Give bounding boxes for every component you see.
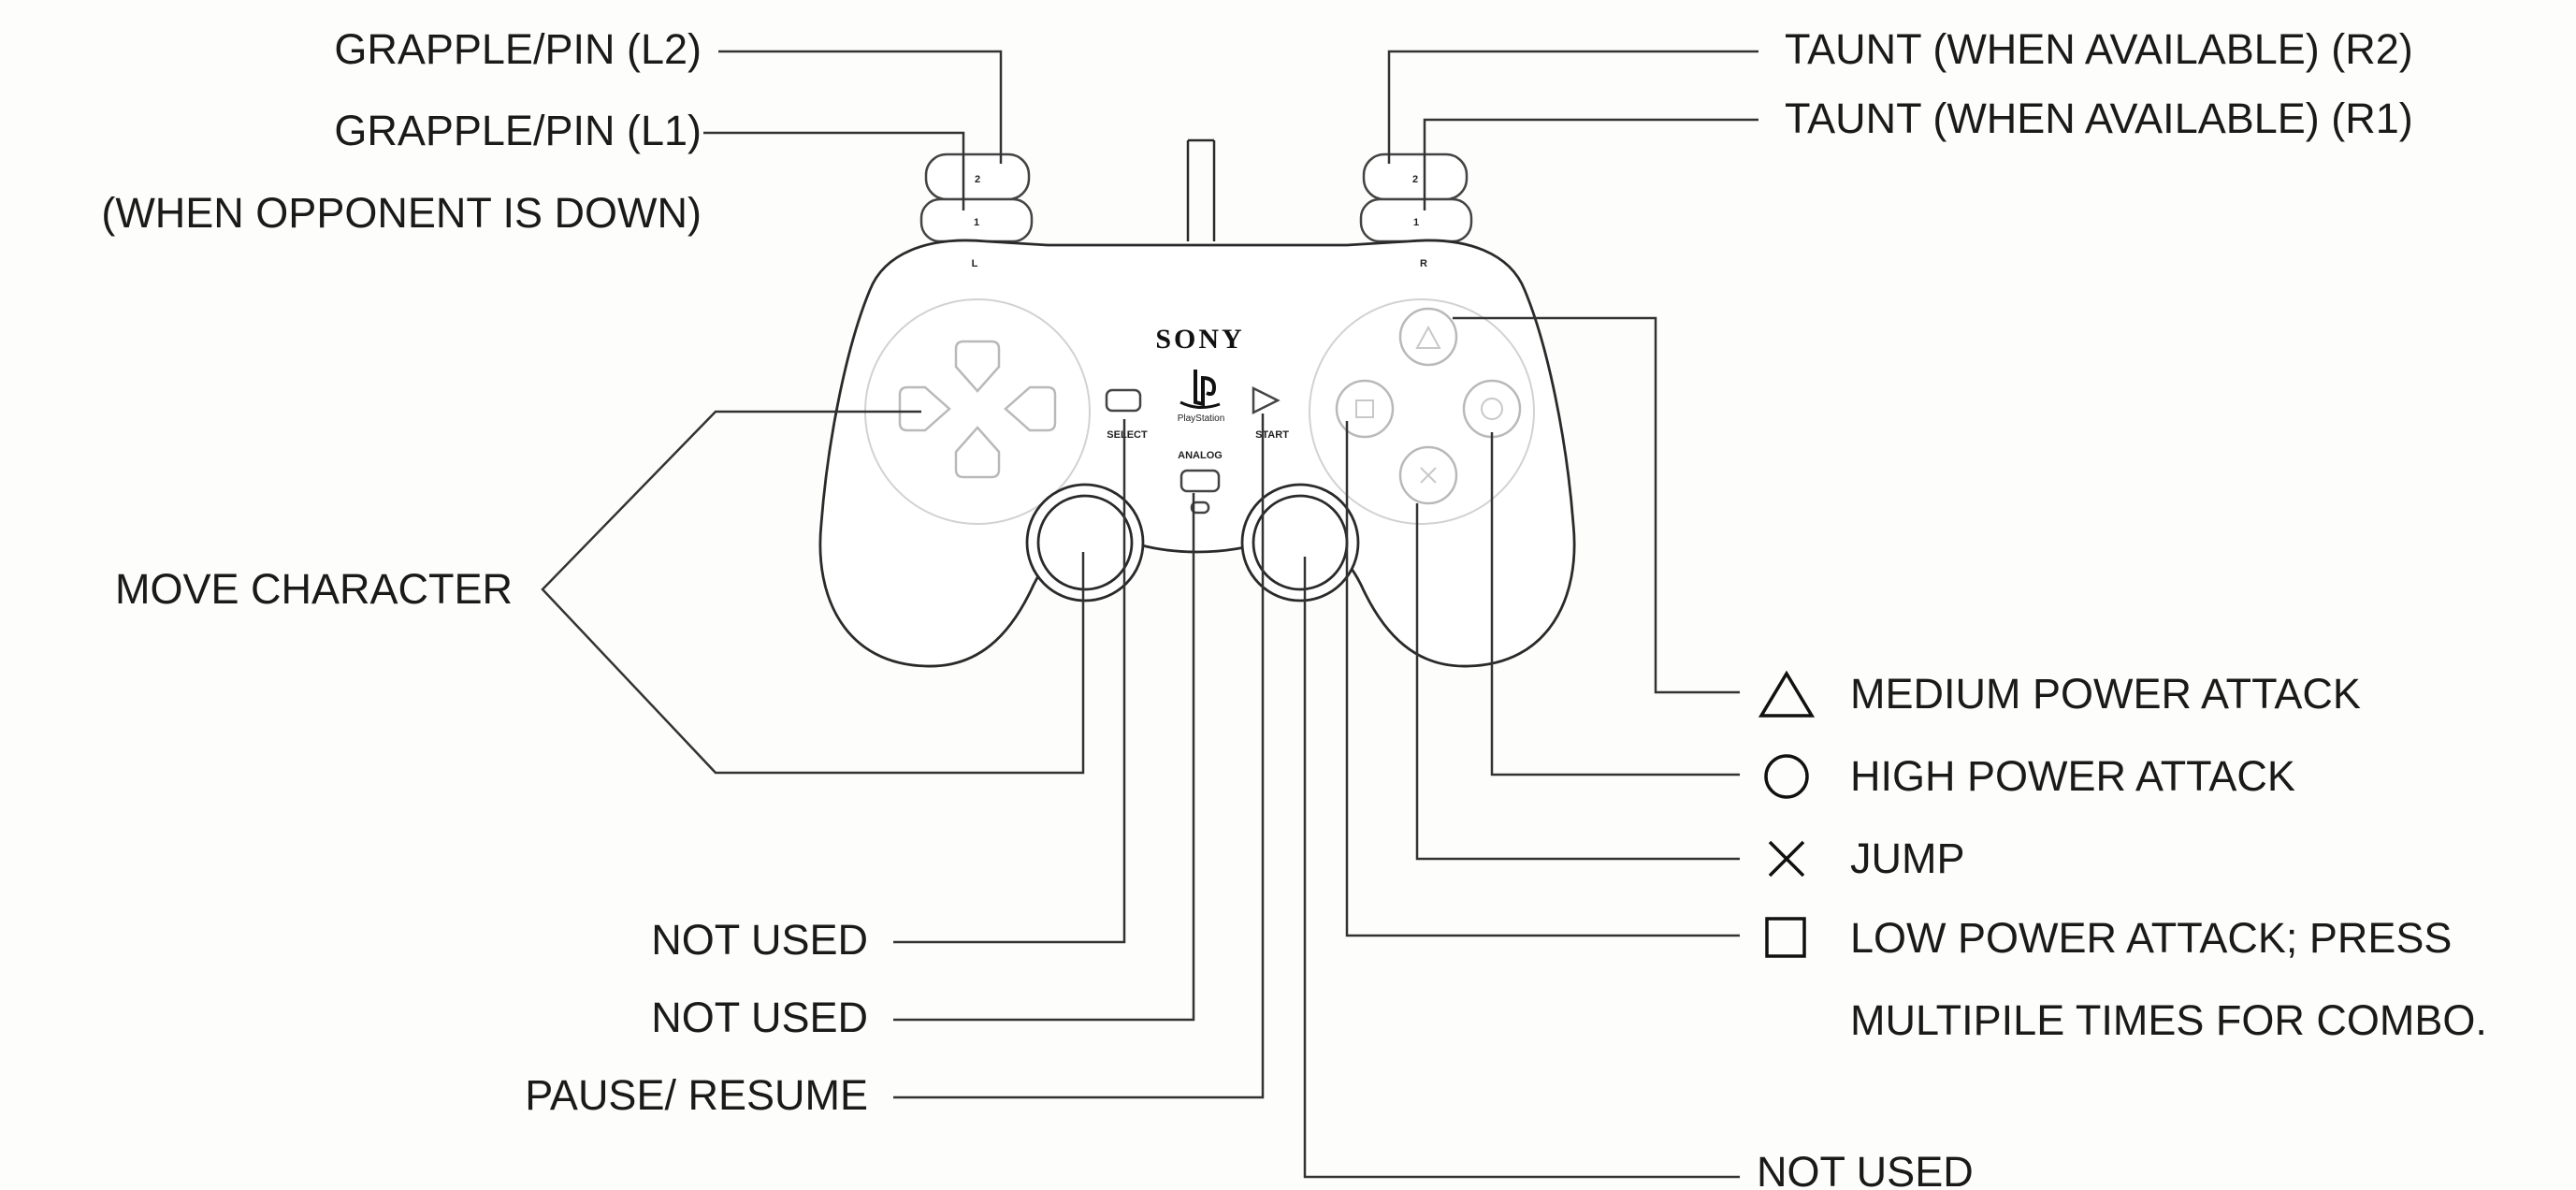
l1-button[interactable]: 1 <box>919 197 1034 243</box>
playstation-text: PlayStation <box>1178 414 1225 424</box>
l-label: L <box>972 258 978 269</box>
cross-button[interactable] <box>1398 445 1458 505</box>
left-analog-stick[interactable] <box>1025 483 1145 602</box>
label-l2: GRAPPLE/PIN (L2) <box>334 25 702 73</box>
label-l1-note: (WHEN OPPONENT IS DOWN) <box>101 189 702 237</box>
controller-cable <box>1186 138 1216 241</box>
leader-move <box>541 410 1085 775</box>
square-button[interactable] <box>1335 379 1395 439</box>
analog-led <box>1190 501 1210 515</box>
leader-select <box>893 419 1126 944</box>
leader-r2 <box>1387 50 1758 164</box>
svg-text:2: 2 <box>1412 174 1418 185</box>
triangle-button[interactable] <box>1398 307 1458 367</box>
svg-text:1: 1 <box>974 217 979 228</box>
svg-text:1: 1 <box>1413 217 1419 228</box>
playstation-logo-icon <box>1179 370 1221 409</box>
cross-icon <box>1768 840 1805 878</box>
leader-lines <box>541 50 1758 1179</box>
dpad[interactable] <box>898 340 1057 479</box>
circle-icon <box>1764 754 1809 799</box>
label-l1: GRAPPLE/PIN (L1) <box>334 107 702 154</box>
triangle-icon <box>1758 670 1816 718</box>
label-circle: HIGH POWER ATTACK <box>1850 752 2295 800</box>
l2-button[interactable]: 2 <box>924 152 1031 201</box>
leader-right-stick <box>1303 557 1740 1179</box>
face-recess <box>1309 298 1535 525</box>
label-select: NOT USED <box>651 916 868 964</box>
leader-circle <box>1490 432 1740 776</box>
r2-button[interactable]: 2 <box>1362 152 1469 201</box>
leader-r1 <box>1423 118 1758 210</box>
label-analog: NOT USED <box>651 994 868 1041</box>
label-cross: JUMP <box>1850 834 1965 882</box>
analog-button[interactable] <box>1179 469 1221 493</box>
leader-analog <box>893 493 1195 1022</box>
start-button[interactable] <box>1252 385 1281 415</box>
circle-button[interactable] <box>1462 379 1522 439</box>
label-r2: TAUNT (WHEN AVAILABLE) (R2) <box>1785 25 2413 73</box>
dpad-up[interactable] <box>954 340 1001 393</box>
label-square-line1: LOW POWER ATTACK; PRESS <box>1850 914 2452 962</box>
leader-l1 <box>703 131 965 210</box>
label-triangle: MEDIUM POWER ATTACK <box>1850 670 2361 718</box>
label-move-character: MOVE CHARACTER <box>115 565 513 613</box>
label-start: PAUSE/ RESUME <box>525 1071 868 1119</box>
dpad-left[interactable] <box>898 385 951 432</box>
analog-label: ANALOG <box>1178 450 1223 461</box>
square-icon <box>1765 917 1806 958</box>
r-label: R <box>1420 258 1427 269</box>
select-button[interactable] <box>1105 388 1142 413</box>
right-analog-stick[interactable] <box>1240 483 1360 602</box>
label-square-line2: MULTIPILE TIMES FOR COMBO. <box>1850 996 2487 1044</box>
leader-start <box>893 414 1265 1099</box>
leader-triangle <box>1453 316 1740 694</box>
label-r1: TAUNT (WHEN AVAILABLE) (R1) <box>1785 94 2413 142</box>
dpad-down[interactable] <box>954 426 1001 479</box>
leader-l2 <box>718 50 1003 164</box>
sony-logo: SONY <box>1155 324 1244 355</box>
start-label: START <box>1255 429 1289 441</box>
label-right-stick: NOT USED <box>1757 1148 1974 1190</box>
leader-cross <box>1415 503 1740 861</box>
leader-square <box>1345 421 1740 937</box>
dpad-right[interactable] <box>1004 385 1057 432</box>
select-label: SELECT <box>1107 429 1148 441</box>
r1-button[interactable]: 1 <box>1359 197 1473 243</box>
svg-text:2: 2 <box>975 174 980 185</box>
controller-illustration: 2 1 2 1 L R SONY <box>818 138 1576 668</box>
